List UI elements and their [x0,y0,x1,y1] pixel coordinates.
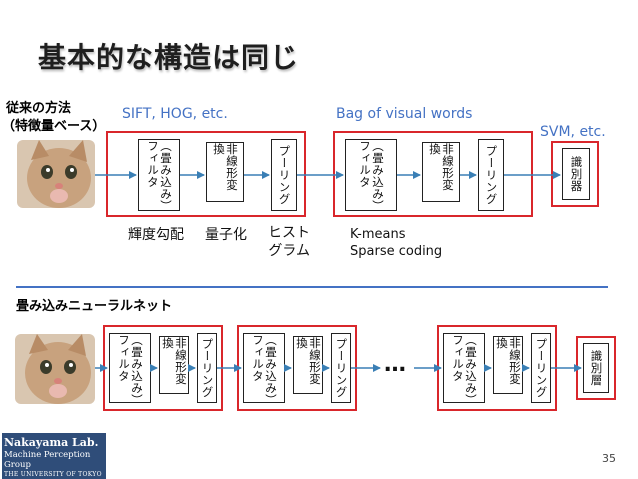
box-filter-2-text: （畳み込み）フィルタ [358,140,385,207]
cnn1-filter-text: （畳み込み）フィルタ [117,334,144,401]
cnn1-nonlinear-box: 非線形変換 [159,336,189,394]
cnn2-pooling-box: プーリング [331,333,351,403]
lab-group: Machine Perception Group [4,450,91,470]
box-pooling-1: プーリング [271,139,297,211]
box-pooling-2-text: プーリング [484,145,499,205]
caption-sparse-coding: Sparse coding [350,244,443,259]
cnn2-filter-text: （畳み込み）フィルタ [251,334,278,401]
frame-bag-of-visual-words [333,131,533,217]
section-divider [16,286,608,288]
box-classifier: 識別器 [562,148,590,200]
caption-quantize: 量子化 [205,227,247,243]
box-nonlinear-1-text: 非線形変換 [212,143,239,191]
cat-image-traditional [17,140,95,208]
box-filter-1-text: （畳み込み）フィルタ [146,140,173,207]
cat-image-cnn [15,334,95,404]
traditional-section-label: 従来の方法 （特徴量ベース） [2,100,105,136]
cnn1-filter-box: （畳み込み）フィルタ [109,333,151,403]
lab-university: THE UNIVERSITY OF TOKYO [4,471,102,478]
cnn3-filter-box: （畳み込み）フィルタ [443,333,485,403]
cnn2-nonlinear-box: 非線形変換 [293,336,323,394]
traditional-label-line2: （特徴量ベース） [2,119,106,134]
cnn1-pooling-box: プーリング [197,333,217,403]
caption-kmeans: K-means [350,227,406,242]
cnn3-pooling-box: プーリング [531,333,551,403]
box-nonlinear-2-text: 非線形変換 [428,143,455,191]
lab-logo: Nakayama Lab. Machine Perception Group T… [2,433,106,479]
cnn2-nonlinear-text: 非線形変換 [295,337,322,385]
cnn2-pooling-text: プーリング [334,338,349,398]
cnn-section-label: 畳み込みニューラルネット [16,299,173,314]
caption-gradient: 輝度勾配 [128,227,184,243]
caption-histogram: ヒストグラム [268,225,310,259]
cnn2-filter-box: （畳み込み）フィルタ [243,333,285,403]
frame-sift-hog [106,131,306,217]
cnn3-filter-text: （畳み込み）フィルタ [451,334,478,401]
cnn1-nonlinear-text: 非線形変換 [161,337,188,385]
box-pooling-2: プーリング [478,139,504,211]
cnn-ellipsis: … [384,352,408,377]
box-nonlinear-1: 非線形変換 [206,142,244,202]
cnn3-pooling-text: プーリング [534,338,549,398]
box-classifier-text: 識別器 [569,156,584,192]
page-number: 35 [602,452,616,465]
lab-name: Nakayama Lab. [4,436,99,449]
box-filter-2: （畳み込み）フィルタ [345,139,397,211]
slide-title: 基本的な構造は同じ [38,41,300,74]
box-pooling-1-text: プーリング [277,145,292,205]
cnn-classifier-box: 識別層 [583,343,609,393]
frame-classifier [551,141,599,207]
cnn3-nonlinear-text: 非線形変換 [495,337,522,385]
group2-label: Bag of visual words [336,106,473,122]
cnn1-pooling-text: プーリング [200,338,215,398]
traditional-label-line1: 従来の方法 [6,101,72,116]
box-filter-1: （畳み込み）フィルタ [138,139,180,211]
group1-label: SIFT, HOG, etc. [122,106,228,122]
classifier-method-label: SVM, etc. [540,124,606,140]
cnn-classifier-text: 識別層 [589,350,604,386]
box-nonlinear-2: 非線形変換 [422,142,460,202]
